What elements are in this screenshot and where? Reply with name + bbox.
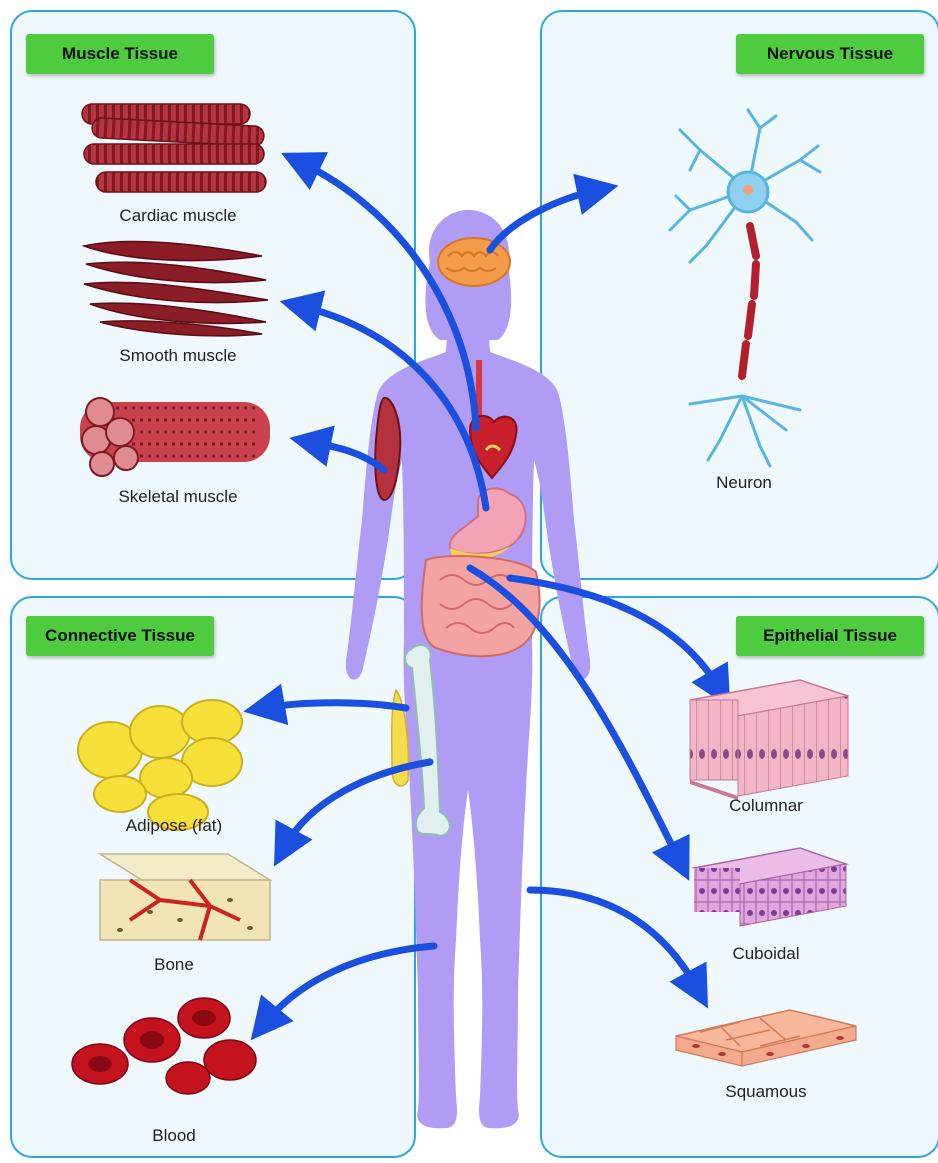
connective-tissue-tag: Connective Tissue <box>26 616 214 656</box>
bone-label: Bone <box>64 955 284 975</box>
brain-icon <box>438 238 510 286</box>
cardiac-muscle-icon <box>82 104 266 192</box>
skeletal-muscle-label: Skeletal muscle <box>68 487 288 507</box>
squamous-epithelium-icon <box>676 1010 856 1066</box>
blood-label: Blood <box>64 1126 284 1146</box>
arrow-body-to-blood <box>264 946 434 1024</box>
nervous-tissue-tag: Nervous Tissue <box>736 34 924 74</box>
cuboidal-label: Cuboidal <box>656 944 876 964</box>
smooth-muscle-label: Smooth muscle <box>68 346 288 366</box>
human-body-silhouette <box>346 210 590 1128</box>
muscle-tissue-tag: Muscle Tissue <box>26 34 214 74</box>
bone-tissue-icon <box>100 854 270 940</box>
blood-cells-icon <box>72 998 256 1094</box>
arrow-body-to-squamous <box>530 890 698 990</box>
neuron-label: Neuron <box>634 473 854 493</box>
cardiac-muscle-label: Cardiac muscle <box>68 206 288 226</box>
columnar-epithelium-icon <box>690 680 848 800</box>
squamous-label: Squamous <box>656 1082 876 1102</box>
adipose-label: Adipose (fat) <box>64 816 284 836</box>
skeletal-muscle-icon <box>80 398 270 476</box>
adipose-icon <box>78 700 242 830</box>
cuboidal-epithelium-icon <box>694 848 846 926</box>
arrow-fat-to-adipose <box>264 703 406 708</box>
epithelial-tissue-tag: Epithelial Tissue <box>736 616 924 656</box>
smooth-muscle-icon <box>84 241 268 335</box>
columnar-label: Columnar <box>656 796 876 816</box>
arm-muscle-icon <box>375 398 400 500</box>
neuron-icon <box>670 110 820 466</box>
